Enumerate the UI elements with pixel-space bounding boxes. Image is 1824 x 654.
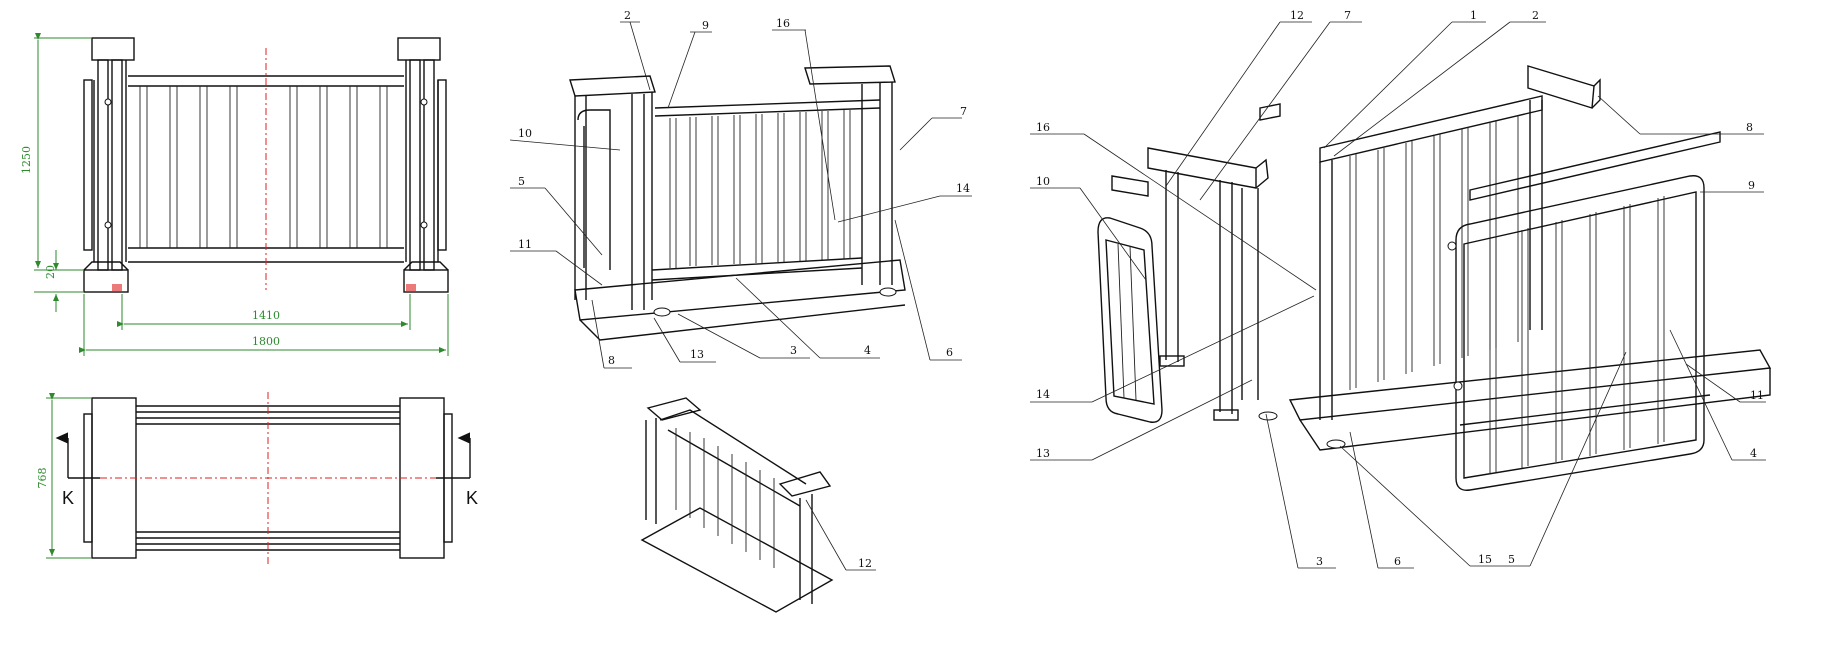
- assembled-callout-6: 6: [946, 346, 953, 359]
- exploded-callout-16: 16: [1036, 121, 1050, 134]
- assembled-callout-14: 14: [956, 182, 970, 195]
- exploded-callout-1: 1: [1470, 9, 1477, 22]
- assembled-callout-4: 4: [864, 344, 871, 357]
- exploded-callout-4: 4: [1750, 447, 1757, 460]
- assembled-callout-8: 8: [608, 354, 615, 367]
- exploded-callout-12: 12: [1290, 9, 1304, 22]
- dim-inner-width: 1410: [252, 309, 280, 322]
- exploded-callout-5: 5: [1508, 553, 1515, 566]
- exploded-callout-3: 3: [1316, 555, 1323, 568]
- detail-view: 12: [640, 397, 876, 613]
- exploded-callout-8: 8: [1746, 121, 1753, 134]
- top-view: K K 768: [36, 392, 478, 566]
- exploded-callout-10: 10: [1036, 175, 1050, 188]
- dim-overall-width: 1800: [252, 335, 280, 348]
- exploded-callout-6: 6: [1394, 555, 1401, 568]
- dim-depth: 768: [36, 468, 49, 489]
- assembled-callout-3: 3: [790, 344, 797, 357]
- section-label-right: K: [466, 488, 478, 508]
- assembled-callout-11: 11: [518, 238, 532, 251]
- assembled-callout-5: 5: [518, 175, 525, 188]
- dim-foot-height: 20: [44, 265, 57, 279]
- exploded-callout-2: 2: [1532, 9, 1539, 22]
- assembled-callout-16: 16: [776, 17, 790, 30]
- exploded-callout-14: 14: [1036, 388, 1050, 401]
- exploded-callout-11: 11: [1750, 389, 1764, 402]
- front-view: 1250 20 1410 1800: [20, 33, 449, 356]
- assembled-callout-2: 2: [624, 9, 631, 22]
- dim-height: 1250: [20, 146, 33, 174]
- exploded-callout-7: 7: [1344, 9, 1351, 22]
- assembled-callout-7: 7: [960, 105, 967, 118]
- assembled-callout-9: 9: [702, 19, 709, 32]
- assembled-callout-10: 10: [518, 127, 532, 140]
- exploded-view: 12 7 1 2 16 8 10 9 14 11 13 4 3: [1030, 9, 1772, 569]
- assembled-view: 2 9 16 7 10 5 11 8 13 3 4 6 14: [509, 9, 972, 369]
- detail-callout-12: 12: [858, 557, 872, 570]
- assembled-callout-13: 13: [690, 348, 704, 361]
- section-label-left: K: [62, 488, 74, 508]
- exploded-callout-13: 13: [1036, 447, 1050, 460]
- exploded-callout-9: 9: [1748, 179, 1755, 192]
- exploded-callout-15: 15: [1478, 553, 1492, 566]
